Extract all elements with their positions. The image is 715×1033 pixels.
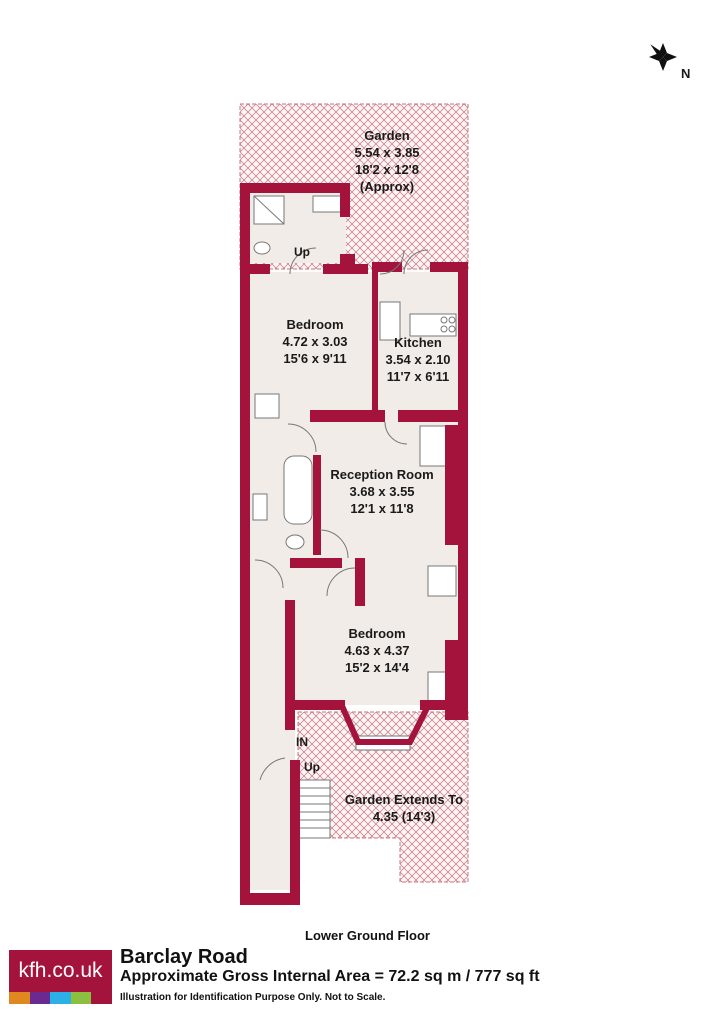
logo-bar-segment — [91, 992, 112, 1004]
svg-text:15'2 x 14'4: 15'2 x 14'4 — [345, 660, 410, 675]
disclaimer: Illustration for Identification Purpose … — [120, 992, 386, 1003]
label-bedroom-1: Bedroom 4.72 x 3.03 15'6 x 9'11 — [282, 317, 347, 366]
svg-text:3.54 x 2.10: 3.54 x 2.10 — [385, 352, 450, 367]
marker-in: IN — [296, 735, 308, 749]
label-garden: Garden 5.54 x 3.85 18'2 x 12'8 (Approx) — [354, 128, 419, 194]
logo-bar-segment — [9, 992, 30, 1004]
label-reception-room: Reception Room 3.68 x 3.55 12'1 x 11'8 — [330, 467, 433, 516]
door-swings — [254, 247, 429, 781]
label-bedroom-2: Bedroom 4.63 x 4.37 15'2 x 14'4 — [344, 626, 409, 675]
svg-text:12'1 x 11'8: 12'1 x 11'8 — [350, 501, 413, 516]
svg-text:4.72 x 3.03: 4.72 x 3.03 — [282, 334, 347, 349]
staircase — [297, 779, 331, 839]
logo-bar-segment — [50, 992, 71, 1004]
svg-text:(Approx): (Approx) — [360, 179, 414, 194]
logo-bar-segment — [29, 992, 51, 1004]
compass-north-label: N — [681, 66, 690, 81]
svg-text:Reception Room: Reception Room — [330, 467, 433, 482]
svg-text:Garden: Garden — [364, 128, 410, 143]
compass-icon — [649, 43, 677, 71]
bay-window — [339, 704, 431, 745]
svg-text:Bedroom: Bedroom — [286, 317, 343, 332]
svg-text:18'2 x 12'8: 18'2 x 12'8 — [355, 162, 419, 177]
svg-text:4.63 x 4.37: 4.63 x 4.37 — [344, 643, 409, 658]
floor-label: Lower Ground Floor — [305, 928, 430, 943]
svg-text:4.35 (14'3): 4.35 (14'3) — [373, 809, 435, 824]
label-kitchen: Kitchen 3.54 x 2.10 11'7 x 6'11 — [385, 335, 450, 384]
svg-text:3.68 x 3.55: 3.68 x 3.55 — [349, 484, 414, 499]
label-garden-extends: Garden Extends To 4.35 (14'3) — [345, 792, 463, 824]
logo-text: kfh.co.uk — [9, 950, 112, 992]
marker-up-bottom: Up — [304, 760, 320, 774]
walls — [240, 183, 468, 905]
svg-text:Garden Extends To: Garden Extends To — [345, 792, 463, 807]
svg-text:Bedroom: Bedroom — [348, 626, 405, 641]
svg-text:Kitchen: Kitchen — [394, 335, 442, 350]
svg-text:11'7 x 6'11: 11'7 x 6'11 — [387, 369, 450, 384]
logo-bar-segment — [70, 992, 92, 1004]
svg-text:15'6 x 9'11: 15'6 x 9'11 — [283, 351, 346, 366]
property-title: Barclay Road — [120, 946, 248, 968]
gross-internal-area: Approximate Gross Internal Area = 72.2 s… — [120, 968, 540, 985]
marker-up-top: Up — [294, 245, 310, 259]
room-floors — [250, 193, 460, 890]
logo-color-bar — [9, 992, 112, 1004]
kfh-logo: kfh.co.uk — [9, 950, 112, 1004]
svg-text:5.54 x 3.85: 5.54 x 3.85 — [354, 145, 419, 160]
